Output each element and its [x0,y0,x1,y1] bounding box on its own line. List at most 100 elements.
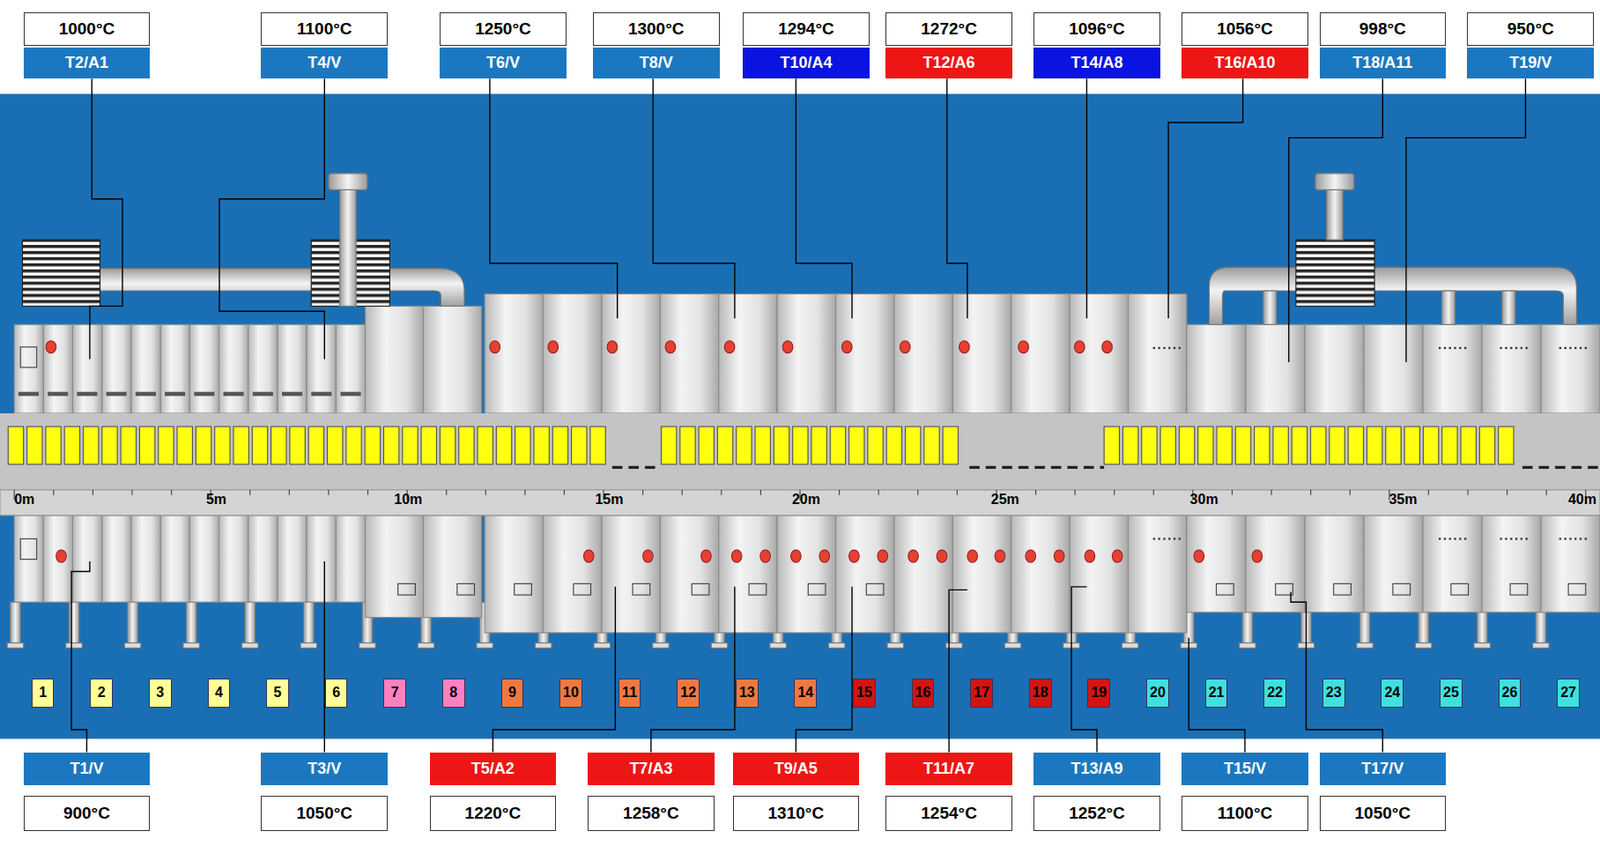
sensor-tag-text: T16/A10 [1214,53,1275,73]
zone-number-text: 9 [508,684,517,701]
kiln-segment [189,324,219,414]
temperature-box: 1250°C [439,12,567,46]
burner-dot [967,549,978,563]
marker-dot [1520,347,1523,349]
sensor-tag: T1/V [23,752,151,786]
zone-number-text: 6 [332,684,341,701]
sensor-tag: T7/A3 [587,752,715,786]
scale-tick [1035,489,1037,496]
temperature-box: 1056°C [1181,12,1309,46]
scale-tick [327,489,329,496]
kiln-car [1122,426,1138,465]
burner-dot [56,549,67,563]
temperature-box: 1310°C [733,795,860,830]
burner-dot [936,549,948,563]
kiln-car [402,426,418,465]
burner-dot [959,340,971,354]
kiln-foot [417,643,435,649]
kiln-car [533,426,549,465]
kiln-segment [894,294,953,414]
sensor-tag: T12/A6 [885,47,1013,79]
vent-slot [223,392,245,397]
kiln-segment [248,515,278,602]
zone-number: 18 [1029,678,1052,707]
vent-slot [193,392,215,397]
sensor-tag-text: T2/A1 [65,53,109,73]
temperature-box-text: 1050°C [1355,803,1412,823]
vent-slot [281,392,303,397]
sensor-tag: T3/V [260,752,388,786]
temperature-box-text: 1252°C [1068,803,1126,823]
kiln-car [102,426,118,465]
burner-dot [1074,340,1086,354]
sensor-tag-text: T4/V [307,53,341,73]
scale-label: 20m [792,491,821,508]
kiln-car [139,426,155,465]
temperature-box-text: 1272°C [920,19,978,39]
zone-number: 24 [1380,678,1404,707]
marker-dot [1158,347,1161,349]
kiln-segment [335,324,365,414]
scale-tick [1546,489,1548,496]
zone-number: 8 [442,678,465,707]
port [457,583,475,595]
sensor-tag-text: T10/A4 [779,53,832,73]
scale-tick [1466,489,1468,496]
scale-tick [445,489,447,496]
kiln-car [1404,426,1420,465]
scale-tick [917,489,919,496]
port [20,347,38,368]
zone-number: 27 [1556,678,1580,707]
scale-strip [0,489,1600,516]
zone-number: 26 [1498,678,1522,707]
scale-tick [1270,489,1272,496]
track [0,413,1600,490]
kiln-segment [277,515,307,602]
kiln-car [792,426,808,465]
burner-dot [849,549,860,563]
zone-number-text: 4 [214,684,223,701]
kiln-foot [1004,643,1022,649]
marker-dot [1168,537,1171,540]
kiln-leg [303,601,315,645]
kiln-car [698,426,714,465]
marker-dot [1563,347,1566,349]
kiln-foot [1239,643,1257,649]
scale-tick [1506,489,1508,496]
kiln-car [1178,426,1194,465]
zone-number-text: 14 [797,684,814,701]
sensor-tag-text: T19/V [1509,53,1552,73]
marker-dot [1525,537,1527,540]
temperature-box-text: 1294°C [777,19,835,39]
marker-dot [1585,537,1587,540]
kiln-car [717,426,733,465]
kiln-segment [73,324,103,414]
temperature-box: 1100°C [260,12,388,46]
kiln-car [1254,426,1270,465]
burner-dot [1111,549,1123,563]
vent-slot [311,392,332,397]
sensor-tag-text: T15/V [1223,759,1267,778]
kiln-segment [1128,294,1187,414]
marker-dot [1579,537,1582,540]
burner-dot [45,340,57,354]
port [691,583,710,595]
zone-number-text: 2 [97,684,106,701]
vent-slot [76,392,97,397]
sensor-tag-text: T12/A6 [923,53,976,73]
kiln-car [680,426,696,465]
marker-dot [1504,537,1507,540]
sensor-tag: T5/A2 [429,752,557,786]
kiln-segment [1128,515,1187,633]
kiln-segment [1011,515,1070,633]
kiln-foot [946,643,963,649]
kiln-foot [1474,643,1491,649]
kiln-segment [189,515,219,602]
burner-dot [900,340,912,354]
kiln-segment [306,324,336,414]
temperature-box-text: 1300°C [628,19,685,39]
kiln-car [327,426,343,465]
scale-tick [1349,489,1351,496]
sensor-tag-text: T9/A5 [774,759,818,778]
kiln-car [64,426,80,465]
